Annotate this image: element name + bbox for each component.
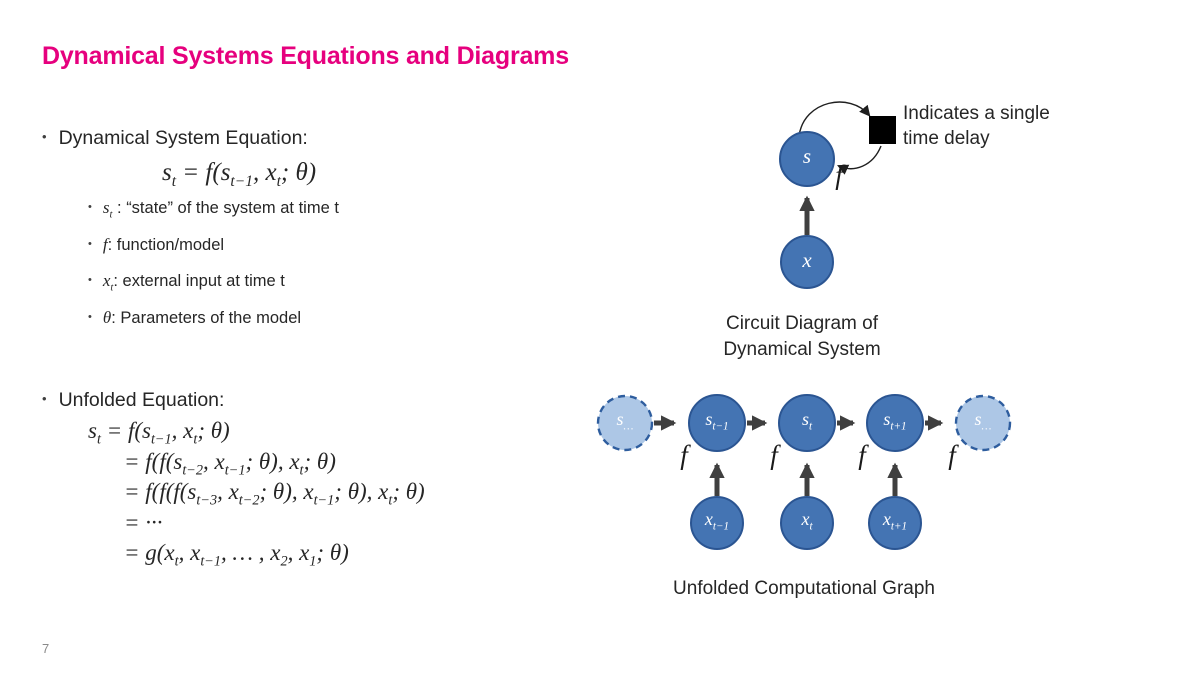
term-symbol: xt xyxy=(102,271,114,294)
unfolded-f-label: f xyxy=(858,440,866,470)
term-sep: : xyxy=(112,199,127,217)
node-s-ghost-left-circle xyxy=(596,394,654,452)
node-x-circle xyxy=(780,235,834,289)
term-parameters: • θ: Parameters of the model xyxy=(88,308,339,345)
term-desc: function/model xyxy=(116,235,225,254)
bullet-label: Dynamical System Equation: xyxy=(58,127,308,149)
bullet-label: Unfolded Equation: xyxy=(58,389,225,411)
term-function: • f: function/model xyxy=(88,235,339,272)
equation-line: = g(xt, xt−1, … , x2, x1; θ) xyxy=(124,540,349,570)
bullet-dot: • xyxy=(42,391,47,406)
term-definitions: • st : “state” of the system at time t •… xyxy=(88,198,339,344)
node-s-ghost-right-label: s… xyxy=(974,409,992,433)
term-state: • st : “state” of the system at time t xyxy=(88,198,339,235)
node-xt1-circle xyxy=(868,496,922,550)
equation-unfolded-block: st = f(st−1, xt; θ) = f(f(st−2, xt−1; θ)… xyxy=(88,416,425,569)
node-st-1-circle xyxy=(688,394,746,452)
delay-loop-out-arrow xyxy=(798,101,871,137)
slide-title: Dynamical Systems Equations and Diagrams xyxy=(42,42,569,70)
bullet-dot: • xyxy=(88,310,92,323)
node-xt-1-label: xt−1 xyxy=(704,509,730,533)
node-st1-label: st+1 xyxy=(883,409,907,433)
node-st-1-label: st−1 xyxy=(705,409,729,433)
circuit-f-label: f xyxy=(835,160,843,190)
equation-line: st = f(st−1, xt; θ) xyxy=(88,418,230,448)
delay-loop-return-arrow xyxy=(837,145,882,175)
node-st-circle xyxy=(778,394,836,452)
term-symbol: st xyxy=(102,198,113,221)
legend-line: Indicates a single xyxy=(903,103,1050,124)
term-sep: : xyxy=(107,235,117,254)
node-xt-1-circle xyxy=(690,496,744,550)
node-xt-circle xyxy=(780,496,834,550)
unfolded-f-label: f xyxy=(680,440,688,470)
circuit-diagram-graphic xyxy=(779,101,896,289)
equation-line: = ··· xyxy=(124,509,163,535)
term-symbol: f xyxy=(102,234,108,254)
node-xt1-label: xt+1 xyxy=(882,509,908,533)
term-desc: external input at time t xyxy=(122,272,285,290)
time-delay-legend: Indicates a single time delay xyxy=(903,101,1050,151)
bullet-dot: • xyxy=(88,274,92,286)
node-s-label: s xyxy=(802,144,812,168)
bullet-dot: • xyxy=(42,129,47,144)
node-xt-label: xt xyxy=(801,509,813,533)
page-number: 7 xyxy=(42,641,50,656)
bullet-dot: • xyxy=(88,237,92,250)
term-desc: “state” of the system at time t xyxy=(126,199,339,217)
node-s-ghost-right-circle xyxy=(954,394,1012,452)
term-symbol: θ xyxy=(102,307,112,327)
term-sep: : xyxy=(113,272,123,290)
node-x-label: x xyxy=(802,248,812,272)
bullet-dynamical-system-equation: • Dynamical System Equation: xyxy=(42,127,308,150)
node-s-ghost-left-label: s… xyxy=(616,409,634,433)
unfolded-graph: s… st−1 st st+1 s… xt−1 xt xt+1 f f f f xyxy=(588,385,1020,565)
term-desc: Parameters of the model xyxy=(120,308,302,327)
unfolded-graph-caption: Unfolded Computational Graph xyxy=(673,578,935,599)
node-st-label: st xyxy=(801,409,813,433)
legend-line: time delay xyxy=(903,128,990,149)
time-delay-square xyxy=(869,116,896,144)
caption-line: Dynamical System xyxy=(723,339,881,360)
caption-line: Circuit Diagram of xyxy=(725,313,879,334)
equation-line: = f(f(f(st−3, xt−2; θ), xt−1; θ), xt; θ) xyxy=(124,479,425,509)
node-s-circle xyxy=(779,131,835,187)
equation-line: = f(f(st−2, xt−1; θ), xt; θ) xyxy=(124,448,336,479)
term-input: • xt: external input at time t xyxy=(88,271,339,308)
bullet-unfolded-equation: • Unfolded Equation: xyxy=(42,389,224,412)
equation-dynamical-system: st = f(st−1, xt; θ) xyxy=(162,159,317,190)
unfolded-graph-graphic xyxy=(596,394,1012,550)
node-st1-circle xyxy=(866,394,924,452)
bullet-dot: • xyxy=(88,201,92,213)
unfolded-f-label: f xyxy=(770,440,778,470)
circuit-diagram: s x f Indicates a single time delay xyxy=(740,90,1160,305)
unfolded-f-label: f xyxy=(948,440,956,470)
term-sep: : xyxy=(111,308,121,327)
circuit-caption: Circuit Diagram of Dynamical System xyxy=(688,311,916,363)
